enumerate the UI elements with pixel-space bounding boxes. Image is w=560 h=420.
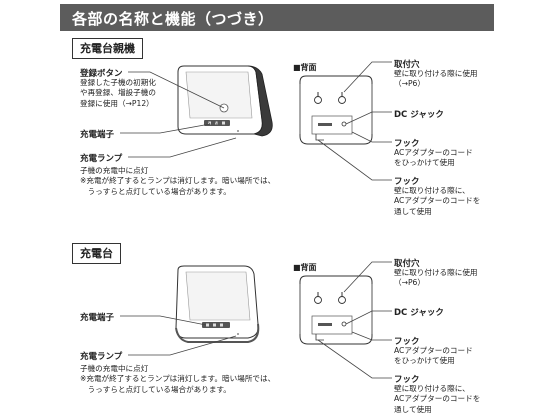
charger-lamp-desc: 子機の充電中に点灯 ※充電が終了するとランプは消灯します。暗い場所では、 うっす… [80, 364, 276, 394]
charger-mount-hole-desc: 壁に取り付ける際に使用 （→P6） [394, 268, 478, 288]
section-tag-charger: 充電台 [72, 243, 121, 264]
charge-lamp-desc: 子機の充電中に点灯 ※充電が終了するとランプは消灯します。暗い場所では、 うっす… [80, 166, 276, 196]
mount-hole-label: 取付穴 [394, 60, 420, 70]
hook1-label: フック [394, 139, 420, 149]
page-header: 各部の名称と機能（つづき） [60, 4, 494, 31]
charger-hook1-label: フック [394, 337, 420, 347]
charger-dc-jack-label: DC ジャック [394, 308, 444, 318]
section-tag-base-unit: 充電台親機 [72, 38, 143, 59]
charger-mount-hole-label: 取付穴 [394, 259, 420, 269]
hook2-desc: 壁に取り付ける際に、 ACアダプターのコードを 通して使用 [394, 186, 481, 216]
charge-terminal-label: 充電端子 [80, 130, 115, 140]
dc-jack-label: DC ジャック [394, 110, 444, 120]
mount-hole-desc: 壁に取り付ける際に使用 （→P6） [394, 69, 478, 89]
hook2-label: フック [394, 177, 420, 187]
back-view-label: ■背面 [293, 63, 317, 72]
charger-hook2-desc: 壁に取り付ける際に、 ACアダプターのコードを 通して使用 [394, 384, 481, 414]
base-unit-back-illustration [299, 75, 373, 145]
charger-back-view-label: ■背面 [293, 263, 317, 272]
page-title: 各部の名称と機能（つづき） [72, 10, 274, 28]
register-button-label: 登録ボタン [80, 69, 123, 79]
charger-hook2-label: フック [394, 375, 420, 385]
base-unit-front-illustration [177, 65, 273, 137]
brand-logo: iSUN [206, 121, 218, 127]
charger-lamp-label: 充電ランプ [80, 352, 123, 362]
charger-terminal-label: 充電端子 [80, 313, 115, 323]
charger-hook1-desc: ACアダプターのコード をひっかけて使用 [394, 346, 473, 366]
charger-front-illustration [175, 265, 260, 343]
charge-lamp-label: 充電ランプ [80, 154, 123, 164]
register-button-desc: 登録した子機の初期化 や再登録、増設子機の 登録に使用（→P12） [80, 78, 156, 108]
charger-back-illustration [299, 275, 373, 345]
hook1-desc: ACアダプターのコード をひっかけて使用 [394, 148, 473, 168]
